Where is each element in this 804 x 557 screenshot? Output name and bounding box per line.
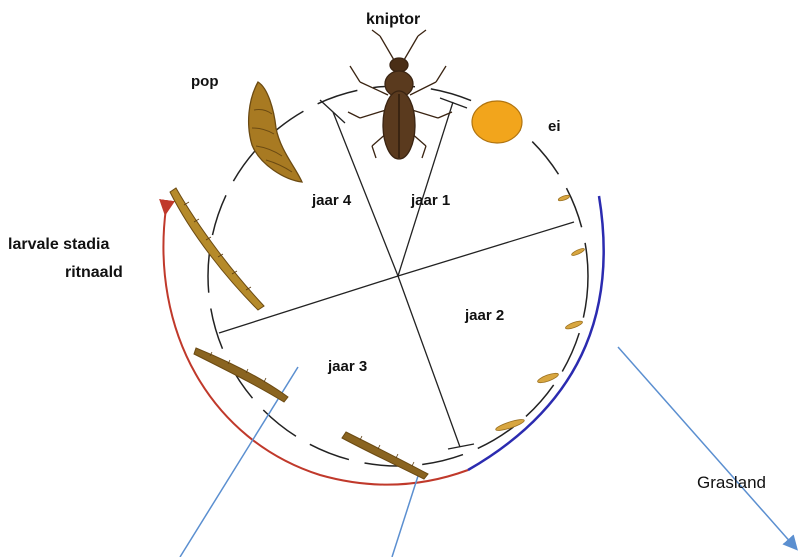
divider-tick xyxy=(440,98,467,108)
year-1-label: jaar 1 xyxy=(410,192,450,209)
egg-stage-label: ei xyxy=(548,118,561,135)
pupa-stage-label: pop xyxy=(191,73,219,90)
year-4-label: jaar 4 xyxy=(311,192,352,209)
divider-line xyxy=(219,276,398,333)
divider-tick xyxy=(448,444,474,449)
year-3-label: jaar 3 xyxy=(327,358,367,375)
wireworm-icon xyxy=(571,247,585,257)
divider-line xyxy=(398,222,574,276)
grassland-label: Grasland xyxy=(697,473,766,492)
year-2-label: jaar 2 xyxy=(464,307,504,324)
adult-stage-label: kniptor xyxy=(366,11,420,28)
grassland-arc xyxy=(468,196,604,470)
wireworm-icon xyxy=(565,320,584,331)
click-beetle-icon xyxy=(348,30,452,159)
pointer-arrow xyxy=(618,347,793,545)
larvae-label-line1: larvale stadia xyxy=(8,236,110,253)
larvae-label-line2: ritnaald xyxy=(65,264,123,281)
wireworm-icon xyxy=(170,188,264,310)
wireworm-icon xyxy=(342,432,428,479)
wireworm-icon xyxy=(558,194,571,202)
divider-tick xyxy=(320,100,345,123)
egg-icon xyxy=(472,101,522,143)
pointer-arrow xyxy=(392,476,418,557)
pupa-icon xyxy=(249,82,302,182)
wireworm-icon xyxy=(537,371,560,384)
divider-line xyxy=(398,276,460,447)
